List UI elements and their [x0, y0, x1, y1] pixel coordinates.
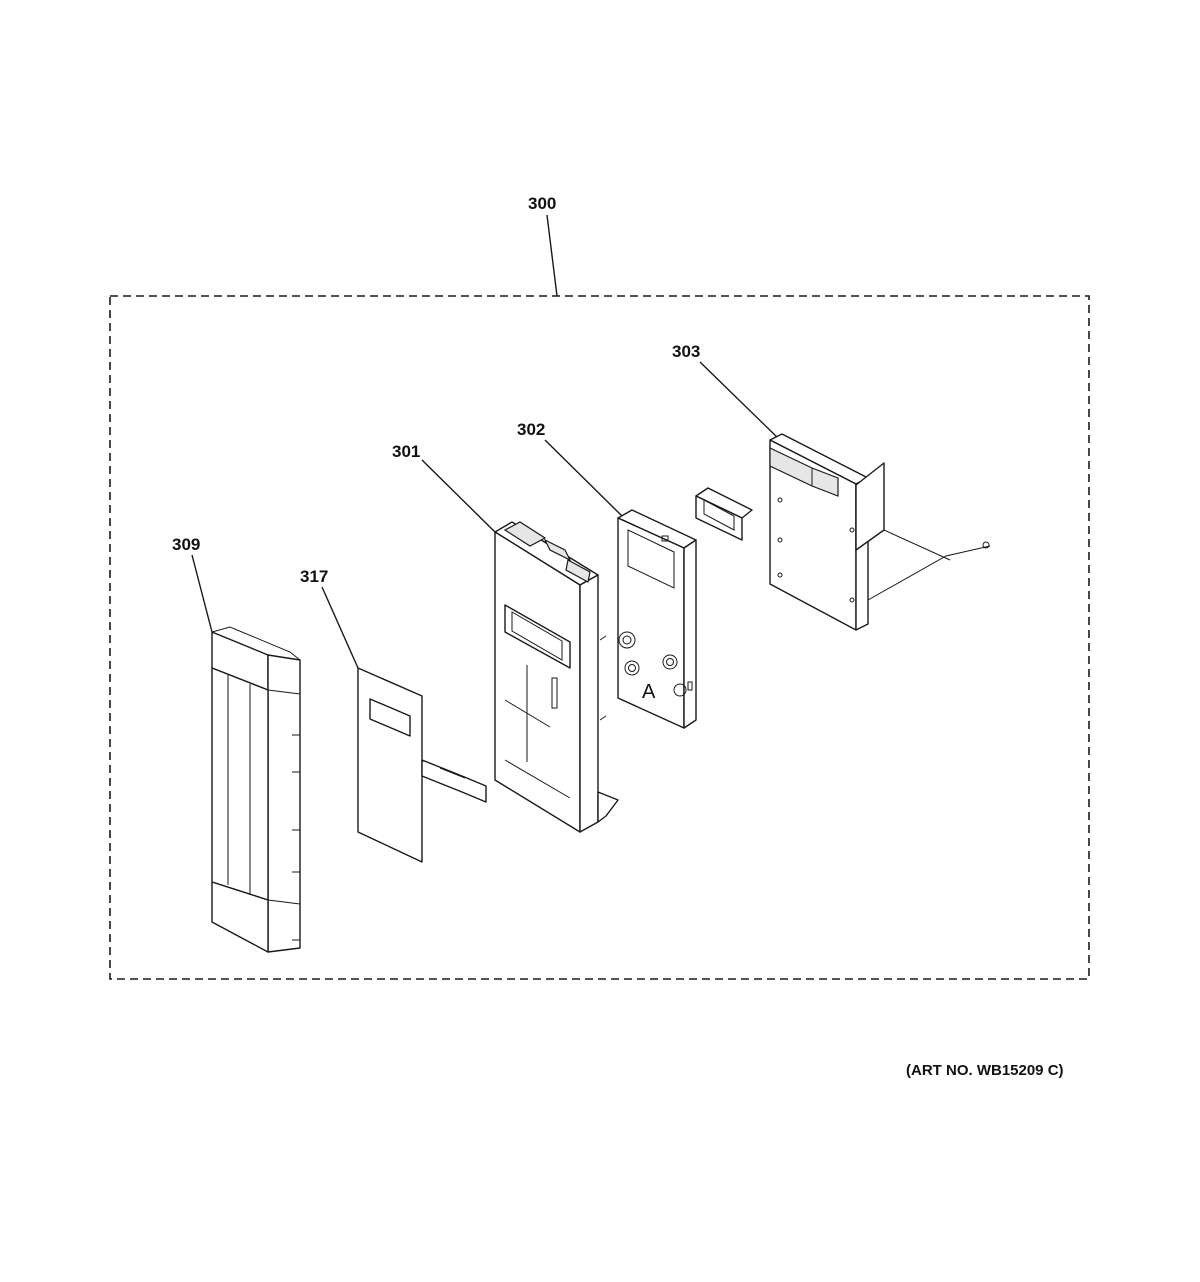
- part-303-control-board: [769, 433, 991, 631]
- callout-317: 317: [300, 567, 329, 586]
- art-number: (ART NO. WB15209 C): [906, 1062, 1064, 1079]
- leader-300: [546, 214, 558, 297]
- callout-301: 301: [392, 442, 421, 461]
- part-317-keypad: [357, 667, 487, 863]
- part-301-control-panel: [494, 521, 619, 833]
- callout-309: 309: [172, 535, 201, 554]
- leader-309: [191, 554, 213, 633]
- leader-302: [544, 439, 623, 517]
- leader-317: [321, 586, 359, 669]
- callout-302: 302: [517, 420, 546, 439]
- connector-clip: [695, 487, 753, 541]
- part-302-bracket: A: [617, 509, 697, 729]
- part-309-frame: [211, 626, 301, 953]
- callout-300: 300: [528, 194, 557, 213]
- leader-303: [699, 361, 781, 441]
- assembly-boundary: [109, 295, 1090, 980]
- leader-301: [421, 459, 496, 533]
- assembly-letter: A: [642, 681, 656, 703]
- callout-303: 303: [672, 342, 701, 361]
